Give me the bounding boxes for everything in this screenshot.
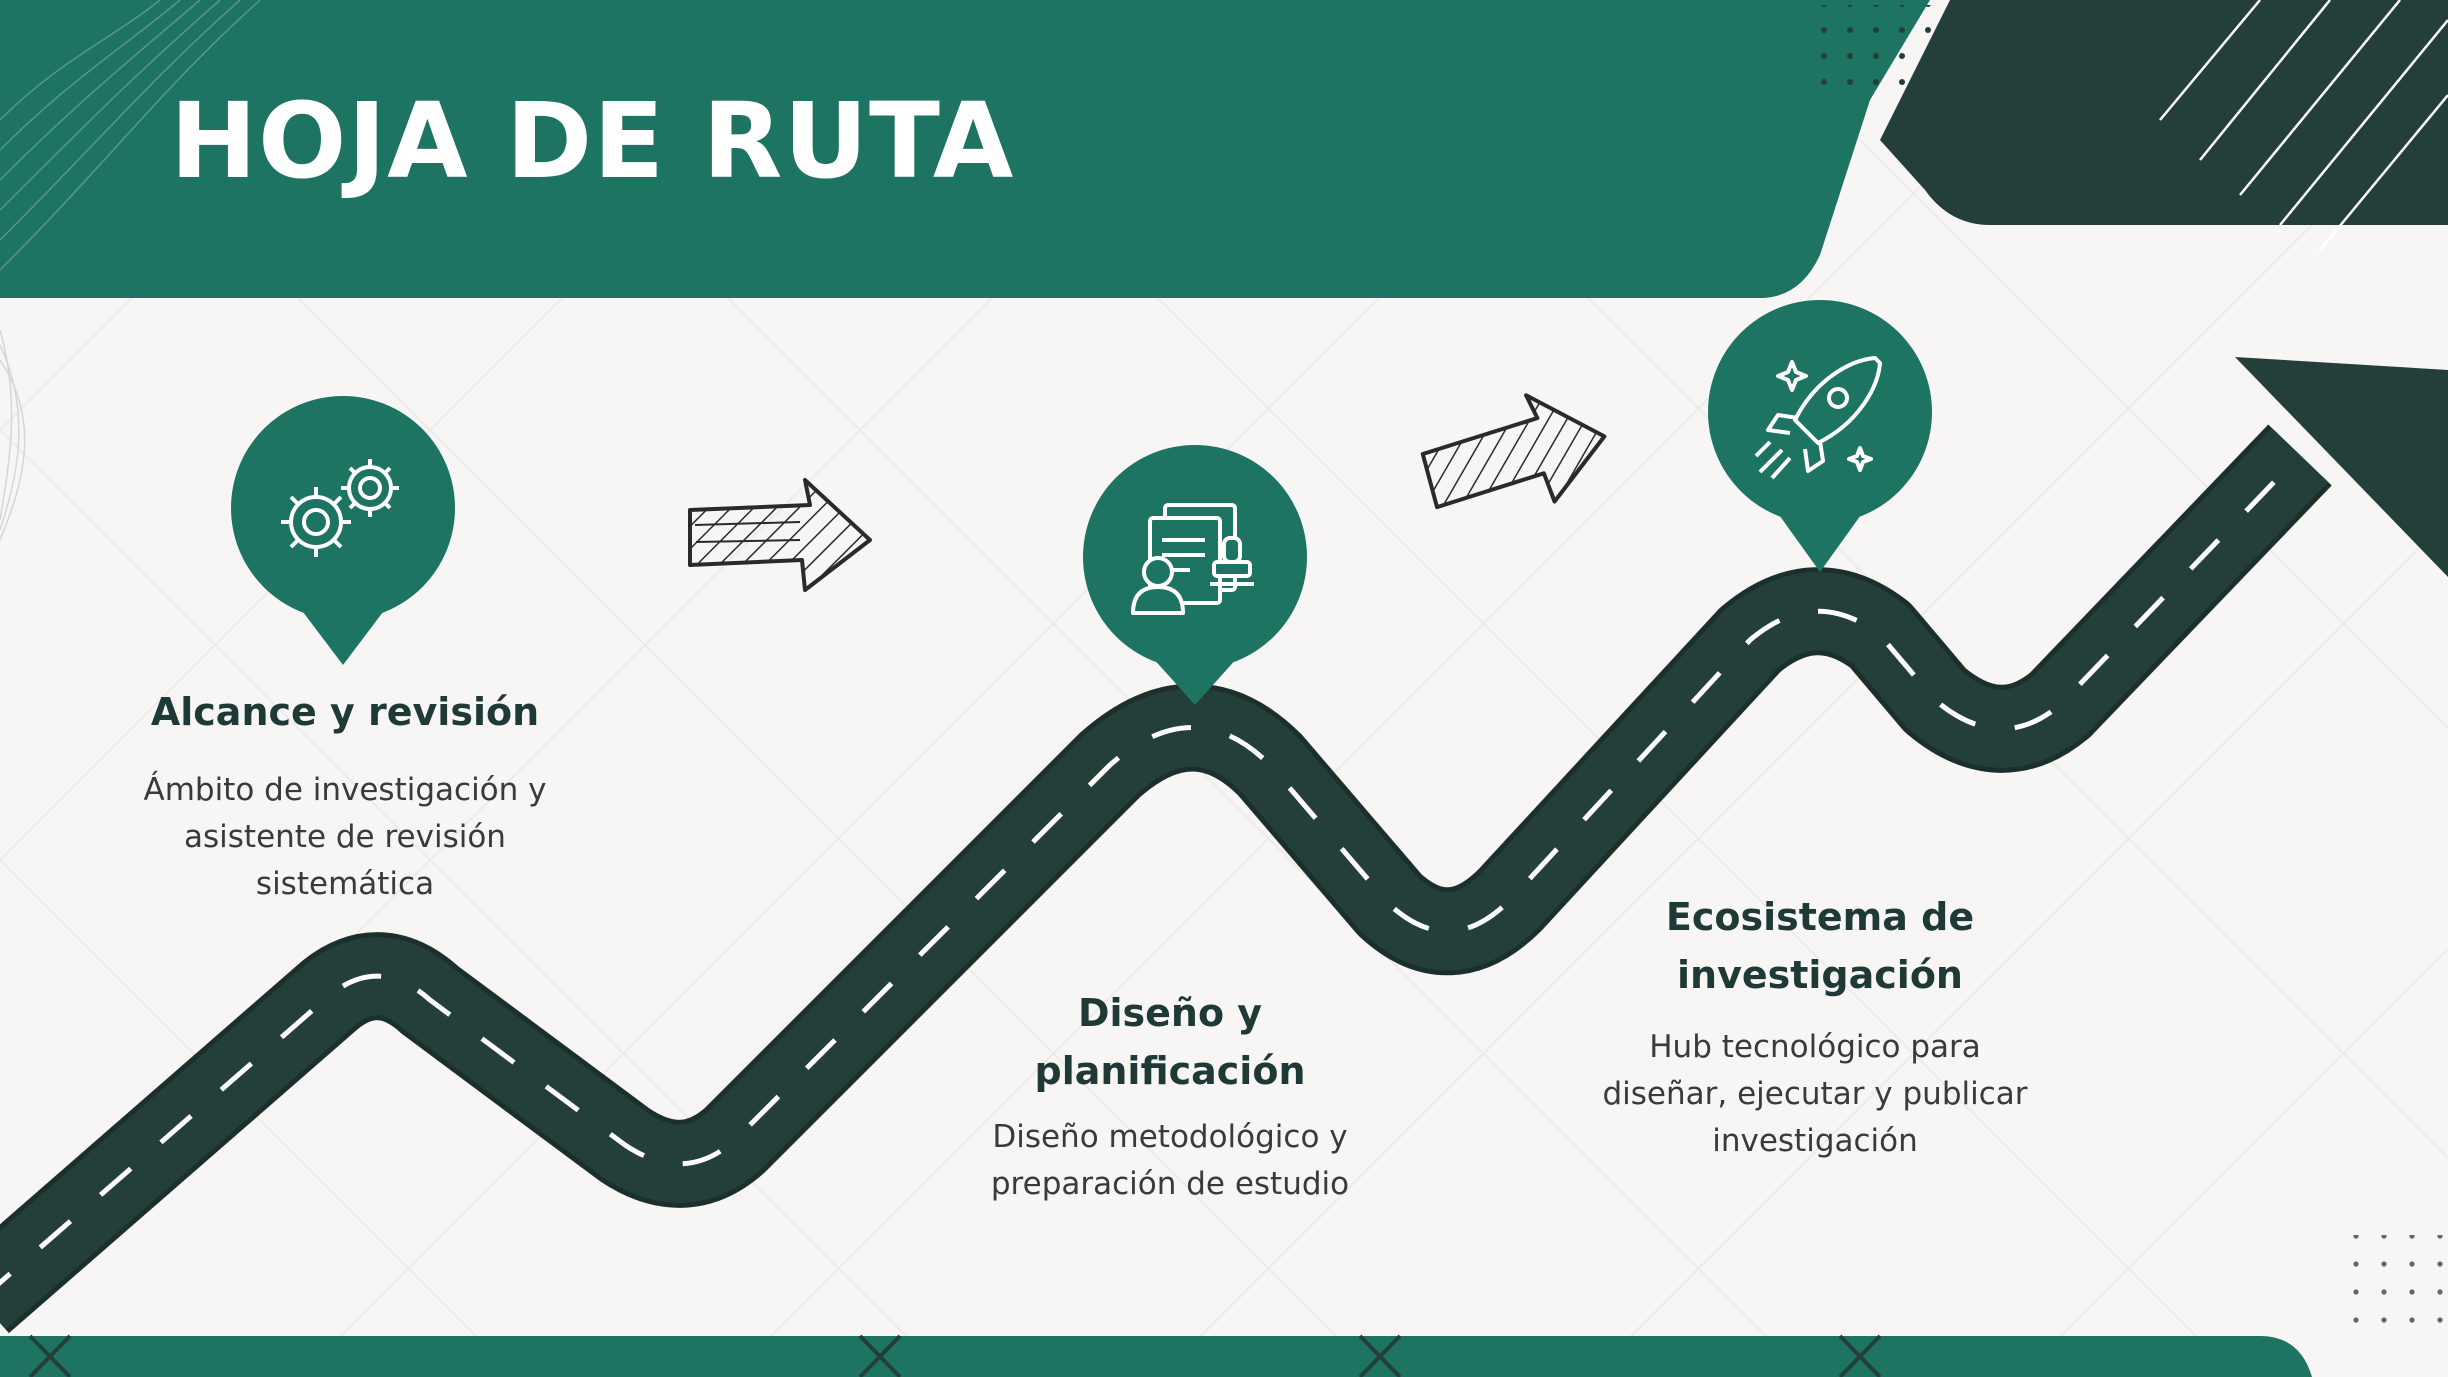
left-wave-lines bbox=[0, 329, 26, 541]
page-title: HOJA DE RUTA bbox=[170, 80, 1015, 202]
gears-icon bbox=[281, 459, 399, 557]
trend-arrow-head-icon bbox=[2235, 357, 2448, 577]
step-3-description: Hub tecnológico para diseñar, ejecutar y… bbox=[1580, 1024, 2050, 1165]
step-2-title: Diseño y planificación bbox=[950, 984, 1390, 1100]
documents-stamp-icon bbox=[1131, 503, 1254, 615]
step-2-desc-line: preparación de estudio bbox=[990, 1166, 1350, 1202]
step-2-title-line: planificación bbox=[1034, 1049, 1306, 1093]
sketch-arrow-icon bbox=[1420, 393, 1607, 510]
step-1-title: Alcance y revisión bbox=[130, 683, 560, 741]
footer-dot-grid bbox=[2340, 1235, 2448, 1335]
rocket-icon bbox=[1754, 356, 1882, 480]
footer-cross-marks bbox=[28, 1334, 1882, 1377]
step-2-title-line: Diseño y bbox=[1077, 991, 1263, 1035]
step-2-description: Diseño metodológico y preparación de est… bbox=[940, 1114, 1400, 1208]
sketch-arrow-icon bbox=[688, 478, 872, 592]
step-3-desc-line: diseñar, ejecutar y publicar bbox=[1602, 1076, 2028, 1112]
footer-banner bbox=[0, 1336, 2312, 1377]
step-1-desc-line: Ámbito de investigación y bbox=[143, 772, 547, 808]
corner-diagonal-lines bbox=[2159, 0, 2448, 251]
step-pin-3 bbox=[1708, 300, 1932, 572]
road bbox=[0, 424, 2332, 1334]
header-banner bbox=[0, 0, 1930, 298]
step-1-description: Ámbito de investigación y asistente de r… bbox=[110, 767, 580, 908]
step-1-desc-line: sistemática bbox=[255, 866, 435, 902]
road-center-dashes bbox=[0, 453, 2302, 1286]
step-3-title: Ecosistema de investigación bbox=[1590, 888, 2050, 1004]
step-3-title-line: investigación bbox=[1677, 953, 1963, 997]
step-1-title-line: Alcance y revisión bbox=[150, 690, 540, 734]
corner-dot-grid bbox=[1815, 5, 2085, 85]
header-wave-lines bbox=[0, 0, 261, 271]
step-3-title-line: Ecosistema de bbox=[1665, 895, 1975, 939]
step-pin-1 bbox=[231, 396, 455, 665]
step-2-desc-line: Diseño metodológico y bbox=[992, 1119, 1348, 1155]
step-1-desc-line: asistente de revisión bbox=[184, 819, 506, 855]
step-3-desc-line: investigación bbox=[1712, 1123, 1918, 1159]
step-3-desc-line: Hub tecnológico para bbox=[1649, 1029, 1981, 1065]
